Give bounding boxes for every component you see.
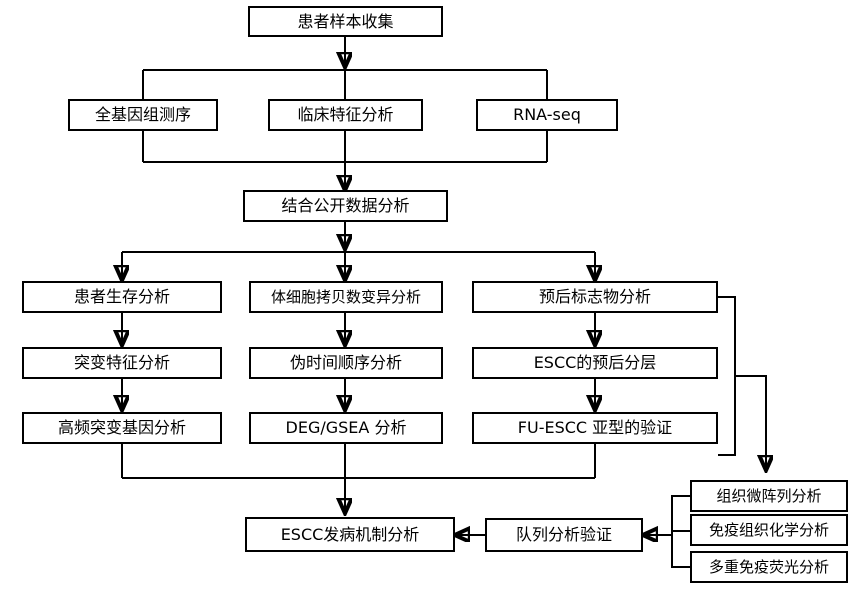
node-prognostic-marker-analysis[interactable]: 预后标志物分析: [472, 281, 718, 313]
wire-bracket-to-tma: [735, 375, 766, 470]
node-whole-genome-sequencing[interactable]: 全基因组测序: [68, 99, 218, 131]
node-mutation-signature-analysis[interactable]: 突变特征分析: [22, 347, 222, 379]
node-patient-sample-collection[interactable]: 患者样本收集: [248, 6, 443, 37]
node-high-frequency-mutated-gene-analysis[interactable]: 高频突变基因分析: [22, 412, 222, 444]
node-rna-seq[interactable]: RNA-seq: [476, 99, 618, 131]
node-escc-pathogenesis-analysis[interactable]: ESCC发病机制分析: [245, 517, 455, 552]
node-deg-gsea-analysis[interactable]: DEG/GSEA 分析: [249, 412, 443, 444]
node-label: 患者样本收集: [297, 11, 394, 31]
node-label: 队列分析验证: [515, 525, 612, 544]
node-immunohistochemistry-analysis[interactable]: 免疫组织化学分析: [690, 514, 848, 546]
node-label: 临床特征分析: [297, 105, 394, 124]
node-tissue-microarray-analysis[interactable]: 组织微阵列分析: [690, 480, 848, 512]
node-label: 体细胞拷贝数变异分析: [270, 287, 421, 306]
node-multiplex-immunofluorescence-analysis[interactable]: 多重免疫荧光分析: [690, 551, 848, 583]
node-label: FU-ESCC 亚型的验证: [517, 418, 673, 437]
node-label: 突变特征分析: [73, 353, 170, 372]
node-label: 结合公开数据分析: [281, 196, 410, 215]
node-label: 预后标志物分析: [538, 287, 651, 306]
wire-right-bracket: [718, 296, 736, 456]
node-somatic-cnv-analysis[interactable]: 体细胞拷贝数变异分析: [249, 281, 443, 313]
node-label: 全基因组测序: [94, 105, 191, 124]
node-label: 患者生存分析: [73, 287, 170, 306]
node-public-data-analysis[interactable]: 结合公开数据分析: [243, 190, 448, 222]
node-label: 组织微阵列分析: [716, 486, 822, 505]
node-label: RNA-seq: [513, 105, 581, 124]
node-patient-survival-analysis[interactable]: 患者生存分析: [22, 281, 222, 313]
node-label: ESCC发病机制分析: [280, 524, 420, 544]
node-label: 多重免疫荧光分析: [708, 557, 829, 576]
node-cohort-analysis-validation[interactable]: 队列分析验证: [485, 518, 643, 552]
node-fu-escc-subtype-validation[interactable]: FU-ESCC 亚型的验证: [472, 412, 718, 444]
node-label: 免疫组织化学分析: [708, 520, 829, 539]
node-pseudotime-analysis[interactable]: 伪时间顺序分析: [249, 347, 443, 379]
node-label: DEG/GSEA 分析: [285, 418, 407, 437]
node-label: 伪时间顺序分析: [289, 353, 402, 372]
node-label: 高频突变基因分析: [57, 418, 186, 437]
node-escc-prognostic-stratification[interactable]: ESCC的预后分层: [472, 347, 718, 379]
node-label: ESCC的预后分层: [533, 353, 657, 372]
node-clinical-feature-analysis[interactable]: 临床特征分析: [268, 99, 423, 131]
